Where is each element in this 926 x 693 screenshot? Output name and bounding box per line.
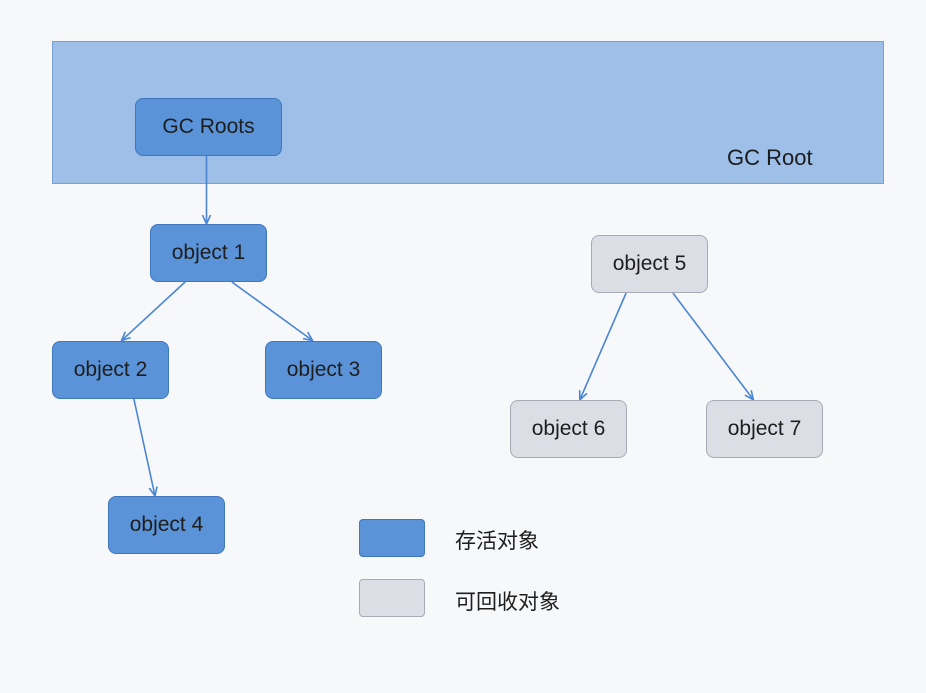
edge-object1-to-object3 bbox=[231, 281, 312, 340]
object-7-node-label: object 7 bbox=[727, 417, 802, 440]
object-3-node-label: object 3 bbox=[286, 358, 361, 381]
legend-dead-swatch bbox=[359, 579, 425, 617]
object-5-node: object 5 bbox=[591, 235, 708, 293]
object-4-node: object 4 bbox=[108, 496, 225, 554]
edge-object5-to-object6 bbox=[580, 292, 627, 399]
object-4-node-label: object 4 bbox=[129, 513, 204, 536]
gc-roots-node-label: GC Roots bbox=[162, 115, 255, 138]
gc-root-region-label: GC Root bbox=[727, 145, 813, 170]
edge-object5-to-object7 bbox=[672, 292, 753, 399]
edge-object1-to-object2 bbox=[122, 281, 186, 340]
object-5-node-label: object 5 bbox=[612, 252, 687, 275]
legend-live-label: 存活对象 bbox=[455, 529, 539, 553]
object-1-node-label: object 1 bbox=[171, 241, 246, 264]
object-6-node-label: object 6 bbox=[531, 417, 606, 440]
object-2-node-label: object 2 bbox=[73, 358, 148, 381]
object-3-node: object 3 bbox=[265, 341, 382, 399]
edge-object2-to-object4 bbox=[133, 398, 155, 495]
object-6-node: object 6 bbox=[510, 400, 627, 458]
object-2-node: object 2 bbox=[52, 341, 169, 399]
legend-live-swatch bbox=[359, 519, 425, 557]
gc-roots-node: GC Roots bbox=[135, 98, 282, 156]
object-7-node: object 7 bbox=[706, 400, 823, 458]
legend-dead-label: 可回收对象 bbox=[455, 590, 560, 614]
object-1-node: object 1 bbox=[150, 224, 267, 282]
